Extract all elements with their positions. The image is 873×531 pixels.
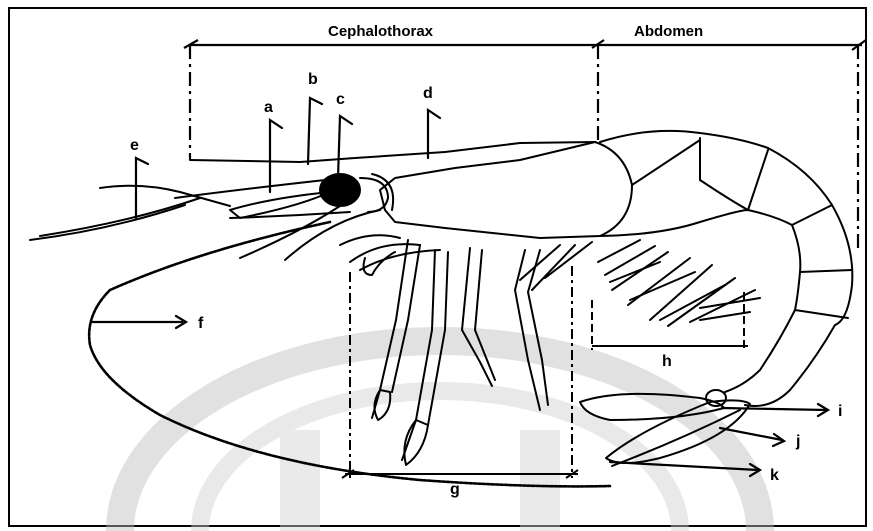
label-a: a: [264, 99, 273, 116]
label-h: h: [662, 353, 672, 370]
label-k: k: [770, 467, 779, 484]
label-e: e: [130, 137, 139, 154]
body-region-dimensions: [184, 40, 866, 250]
label-j: j: [795, 433, 800, 450]
abdomen-label: Abdomen: [634, 23, 703, 40]
pointer-f: [92, 316, 186, 328]
label-d: d: [423, 85, 433, 102]
part-labels: a b c d e f g h i j k: [130, 71, 842, 498]
label-i: i: [838, 403, 842, 420]
pointer-b: [308, 98, 322, 164]
label-b: b: [308, 71, 318, 88]
pointer-a: [270, 120, 282, 192]
label-g: g: [450, 481, 460, 498]
label-f: f: [198, 315, 204, 332]
pointer-d: [428, 110, 440, 158]
cephalothorax-label: Cephalothorax: [328, 23, 434, 40]
pointer-c: [338, 116, 352, 178]
label-c: c: [336, 91, 345, 108]
pointer-e: [136, 158, 148, 218]
